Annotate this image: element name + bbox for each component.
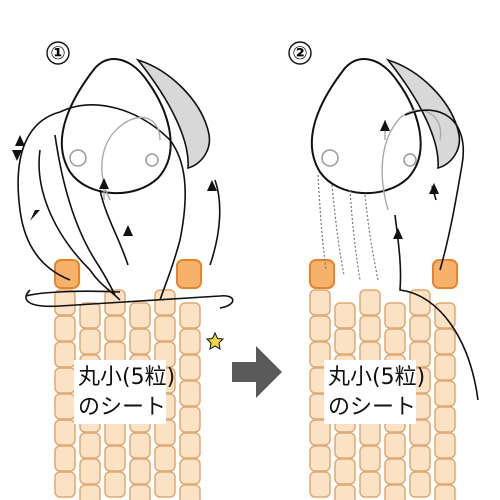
seed-bead bbox=[359, 315, 381, 342]
seed-bead bbox=[309, 445, 331, 472]
seed-bead bbox=[434, 354, 456, 381]
step-2-label-line1: 丸小(5粒) bbox=[328, 365, 425, 390]
seed-bead bbox=[54, 367, 76, 394]
step-2-thread-dotted bbox=[317, 174, 379, 281]
highlighted-seed-bead bbox=[54, 259, 80, 289]
seed-bead bbox=[79, 432, 101, 459]
right-arrow-icon bbox=[232, 346, 282, 398]
star-icon bbox=[205, 331, 225, 350]
step-1-drop-bead bbox=[60, 58, 211, 195]
highlighted-seed-bead bbox=[309, 259, 335, 289]
seed-bead bbox=[384, 432, 406, 459]
seed-bead bbox=[434, 484, 456, 500]
seed-bead bbox=[434, 432, 456, 459]
seed-bead bbox=[309, 419, 331, 446]
seed-bead bbox=[104, 471, 126, 498]
seed-bead bbox=[309, 471, 331, 498]
seed-bead bbox=[359, 445, 381, 472]
highlighted-seed-bead bbox=[432, 259, 458, 289]
seed-bead bbox=[434, 406, 456, 433]
seed-bead bbox=[334, 302, 356, 329]
seed-bead bbox=[54, 471, 76, 498]
seed-bead bbox=[179, 432, 201, 459]
seed-bead bbox=[129, 484, 151, 500]
step-1-number: ① bbox=[50, 43, 65, 64]
step-2-panel: ② 丸小(5粒) bbox=[288, 41, 479, 500]
seed-bead bbox=[384, 484, 406, 500]
step-1-label-line2: のシート bbox=[78, 395, 166, 420]
seed-bead bbox=[359, 289, 381, 316]
step-1-panel: ① bbox=[12, 41, 234, 500]
step-1-number-circle bbox=[46, 41, 70, 65]
seed-bead bbox=[79, 458, 101, 485]
seed-bead bbox=[129, 328, 151, 355]
step-2-number-circle bbox=[288, 41, 312, 65]
seed-bead bbox=[179, 484, 201, 500]
highlighted-seed-bead bbox=[176, 259, 202, 289]
seed-bead bbox=[104, 315, 126, 342]
seed-bead bbox=[334, 432, 356, 459]
seed-bead bbox=[409, 419, 431, 446]
seed-bead bbox=[434, 380, 456, 407]
seed-bead bbox=[409, 445, 431, 472]
seed-bead bbox=[129, 302, 151, 329]
seed-bead bbox=[54, 341, 76, 368]
seed-bead bbox=[129, 432, 151, 459]
seed-bead bbox=[54, 445, 76, 472]
seed-bead bbox=[154, 471, 176, 498]
seed-bead bbox=[54, 419, 76, 446]
step-2-number: ② bbox=[292, 43, 307, 64]
seed-bead bbox=[334, 458, 356, 485]
seed-bead bbox=[54, 289, 76, 316]
seed-bead bbox=[54, 315, 76, 342]
seed-bead bbox=[179, 406, 201, 433]
step-2-sheet-label: 丸小(5粒) のシート bbox=[324, 360, 425, 424]
seed-bead bbox=[334, 328, 356, 355]
seed-bead bbox=[179, 380, 201, 407]
seed-bead bbox=[409, 315, 431, 342]
seed-bead bbox=[104, 445, 126, 472]
seed-bead bbox=[384, 302, 406, 329]
seed-bead bbox=[359, 471, 381, 498]
seed-bead bbox=[309, 315, 331, 342]
seed-bead bbox=[179, 328, 201, 355]
seed-bead bbox=[154, 289, 176, 316]
seed-bead bbox=[434, 458, 456, 485]
seed-bead bbox=[179, 458, 201, 485]
step-1-label-line1: 丸小(5粒) bbox=[78, 365, 175, 390]
seed-bead bbox=[54, 393, 76, 420]
seed-bead bbox=[409, 471, 431, 498]
seed-bead bbox=[309, 289, 331, 316]
seed-bead bbox=[334, 484, 356, 500]
seed-bead bbox=[154, 315, 176, 342]
step-2-label-line2: のシート bbox=[328, 395, 416, 420]
step-1-sheet-label: 丸小(5粒) のシート bbox=[74, 360, 175, 424]
seed-bead bbox=[79, 328, 101, 355]
step-2-drop-bead bbox=[310, 58, 461, 195]
step-1-arrowheads bbox=[12, 135, 217, 236]
seed-bead bbox=[79, 484, 101, 500]
seed-bead bbox=[179, 354, 201, 381]
seed-bead bbox=[179, 302, 201, 329]
step-2-arrowheads bbox=[380, 120, 439, 239]
seed-bead bbox=[434, 328, 456, 355]
seed-bead bbox=[79, 302, 101, 329]
seed-bead bbox=[384, 328, 406, 355]
step-1-thread-paths bbox=[17, 104, 234, 309]
seed-bead bbox=[384, 458, 406, 485]
seed-bead bbox=[154, 445, 176, 472]
seed-bead bbox=[129, 458, 151, 485]
